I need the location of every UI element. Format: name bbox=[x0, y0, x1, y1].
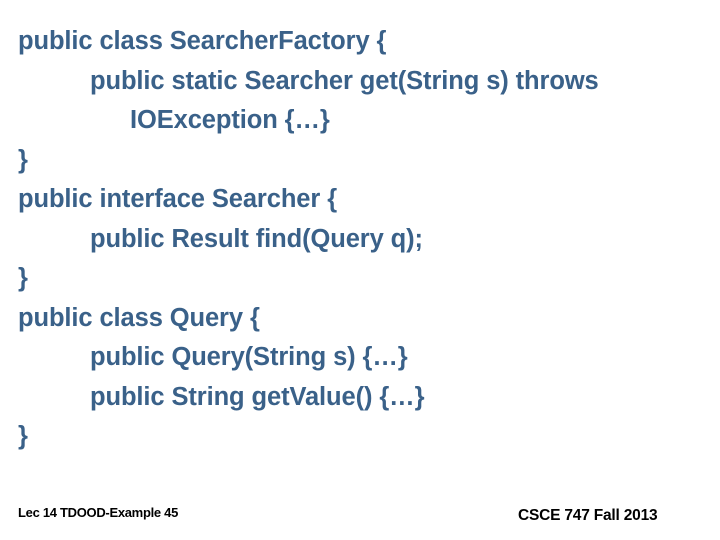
code-line: public Result find(Query q); bbox=[90, 224, 423, 253]
code-line: public static Searcher get(String s) thr… bbox=[90, 66, 599, 95]
code-line: public class SearcherFactory { bbox=[18, 27, 387, 55]
code-line: } bbox=[18, 422, 28, 450]
code-line: public Query(String s) {…} bbox=[90, 343, 408, 371]
code-line: public interface Searcher { bbox=[18, 185, 338, 213]
code-line: public String getValue() {…} bbox=[90, 382, 425, 411]
code-line: IOException {…} bbox=[130, 106, 330, 134]
footer-lecture-label: Lec 14 TDOOD-Example 45 bbox=[18, 505, 178, 520]
footer-course-label: CSCE 747 Fall 2013 bbox=[518, 507, 658, 524]
code-line: public class Query { bbox=[18, 303, 260, 332]
code-line: } bbox=[18, 145, 28, 174]
code-listing: public class SearcherFactory { public sta… bbox=[0, 22, 720, 457]
code-line: } bbox=[18, 264, 28, 292]
